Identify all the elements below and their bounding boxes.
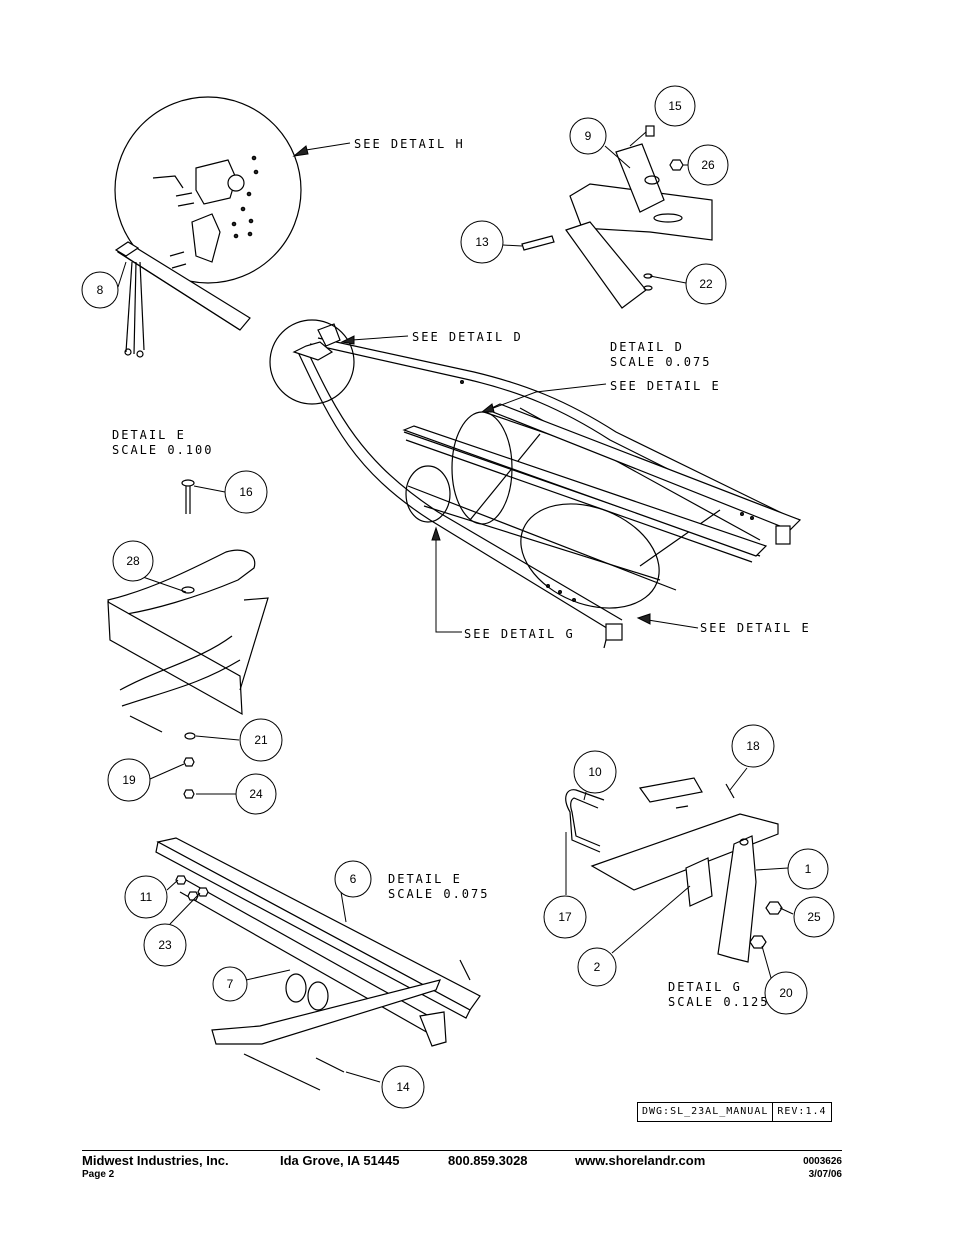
callout-18 <box>731 724 775 768</box>
detail-d-scale: SCALE 0.075 <box>610 355 711 369</box>
callout-17 <box>543 895 587 939</box>
detail-e-bottom-title: DETAIL E <box>388 872 462 886</box>
callout-20-num: 20 <box>779 986 793 1000</box>
footer-page: Page 2 <box>82 1169 115 1180</box>
see-detail-d-label: SEE DETAIL D <box>412 330 523 344</box>
detail-d-title: DETAIL D <box>610 340 684 354</box>
callout-1-num: 1 <box>805 862 812 876</box>
callout-7 <box>212 966 248 1002</box>
see-detail-g-label: SEE DETAIL G <box>464 627 575 641</box>
callout-9-num: 9 <box>585 129 592 143</box>
winch-stand-beam <box>114 241 251 358</box>
footer-phone: 800.859.3028 <box>448 1153 528 1168</box>
detail-h-circle <box>114 96 302 284</box>
callout-17-num: 17 <box>558 910 572 924</box>
revision-number: REV:1.4 <box>772 1103 830 1121</box>
see-detail-h-label: SEE DETAIL H <box>354 137 465 151</box>
callout-8 <box>81 271 119 309</box>
detail-e-bottom-scale: SCALE 0.075 <box>388 887 489 901</box>
detail-e-left-scale: SCALE 0.100 <box>112 443 213 457</box>
callout-21-num: 21 <box>254 733 268 747</box>
drawing-title-block: DWG:SL_23AL_MANUAL REV:1.4 <box>637 1102 832 1122</box>
trailer-frame <box>269 319 802 649</box>
detail-text-labels: SEE DETAIL H SEE DETAIL D DETAIL D SCALE… <box>112 137 811 1009</box>
callout-balloons: 8 9 15 26 13 22 16 28 21 19 24 11 6 23 7… <box>81 85 835 1109</box>
footer-doc-number: 0003626 <box>803 1156 842 1167</box>
see-detail-e-top-label: SEE DETAIL E <box>610 379 721 393</box>
callout-2-num: 2 <box>594 960 601 974</box>
footer-company: Midwest Industries, Inc. <box>82 1153 229 1168</box>
detail-e-left-parts <box>107 479 269 799</box>
detail-e-bottom-parts <box>155 837 481 1091</box>
callout-24 <box>235 773 277 815</box>
callout-21 <box>239 718 283 762</box>
detail-d-assembly <box>521 125 713 309</box>
callout-28-num: 28 <box>126 554 140 568</box>
callout-10-num: 10 <box>588 765 602 779</box>
callout-20 <box>764 971 808 1015</box>
callout-8-num: 8 <box>97 283 104 297</box>
callout-13 <box>460 220 504 264</box>
drawing-number: DWG:SL_23AL_MANUAL <box>642 1106 769 1117</box>
callout-19-num: 19 <box>122 773 136 787</box>
callout-16 <box>224 470 268 514</box>
callout-25-num: 25 <box>807 910 821 924</box>
callout-10 <box>573 750 617 794</box>
callout-18-num: 18 <box>746 739 760 753</box>
callout-26-num: 26 <box>701 158 715 172</box>
detail-g-title: DETAIL G <box>668 980 742 994</box>
footer-website: www.shorelandr.com <box>575 1153 706 1168</box>
footer-city: Ida Grove, IA 51445 <box>280 1153 400 1168</box>
callout-14-num: 14 <box>396 1080 410 1094</box>
detail-leaders <box>292 142 699 633</box>
callout-13-num: 13 <box>475 235 489 249</box>
callout-16-num: 16 <box>239 485 253 499</box>
callout-28 <box>112 540 154 582</box>
callout-23-num: 23 <box>158 938 172 952</box>
callout-24-num: 24 <box>249 787 263 801</box>
callout-25 <box>793 896 835 938</box>
detail-e-left-title: DETAIL E <box>112 428 186 442</box>
callout-7-num: 7 <box>227 977 234 991</box>
callout-23 <box>143 923 187 967</box>
callout-1 <box>787 848 829 890</box>
callout-6 <box>334 860 372 898</box>
callout-11-num: 11 <box>140 890 153 904</box>
callout-22 <box>685 263 727 305</box>
callout-22-num: 22 <box>699 277 713 291</box>
callout-15 <box>654 85 696 127</box>
callout-15-num: 15 <box>668 99 682 113</box>
page-footer: Midwest Industries, Inc. Ida Grove, IA 5… <box>82 1150 842 1183</box>
callout-2 <box>577 947 617 987</box>
callout-14 <box>381 1065 425 1109</box>
footer-date: 3/07/06 <box>808 1169 842 1180</box>
detail-g-scale: SCALE 0.125 <box>668 995 769 1009</box>
callout-11 <box>124 875 168 919</box>
callout-26 <box>687 144 729 186</box>
see-detail-e-bottom-label: SEE DETAIL E <box>700 621 811 635</box>
detail-g-parts <box>565 777 783 963</box>
callout-19 <box>107 758 151 802</box>
callout-9 <box>569 117 607 155</box>
callout-6-num: 6 <box>350 872 357 886</box>
